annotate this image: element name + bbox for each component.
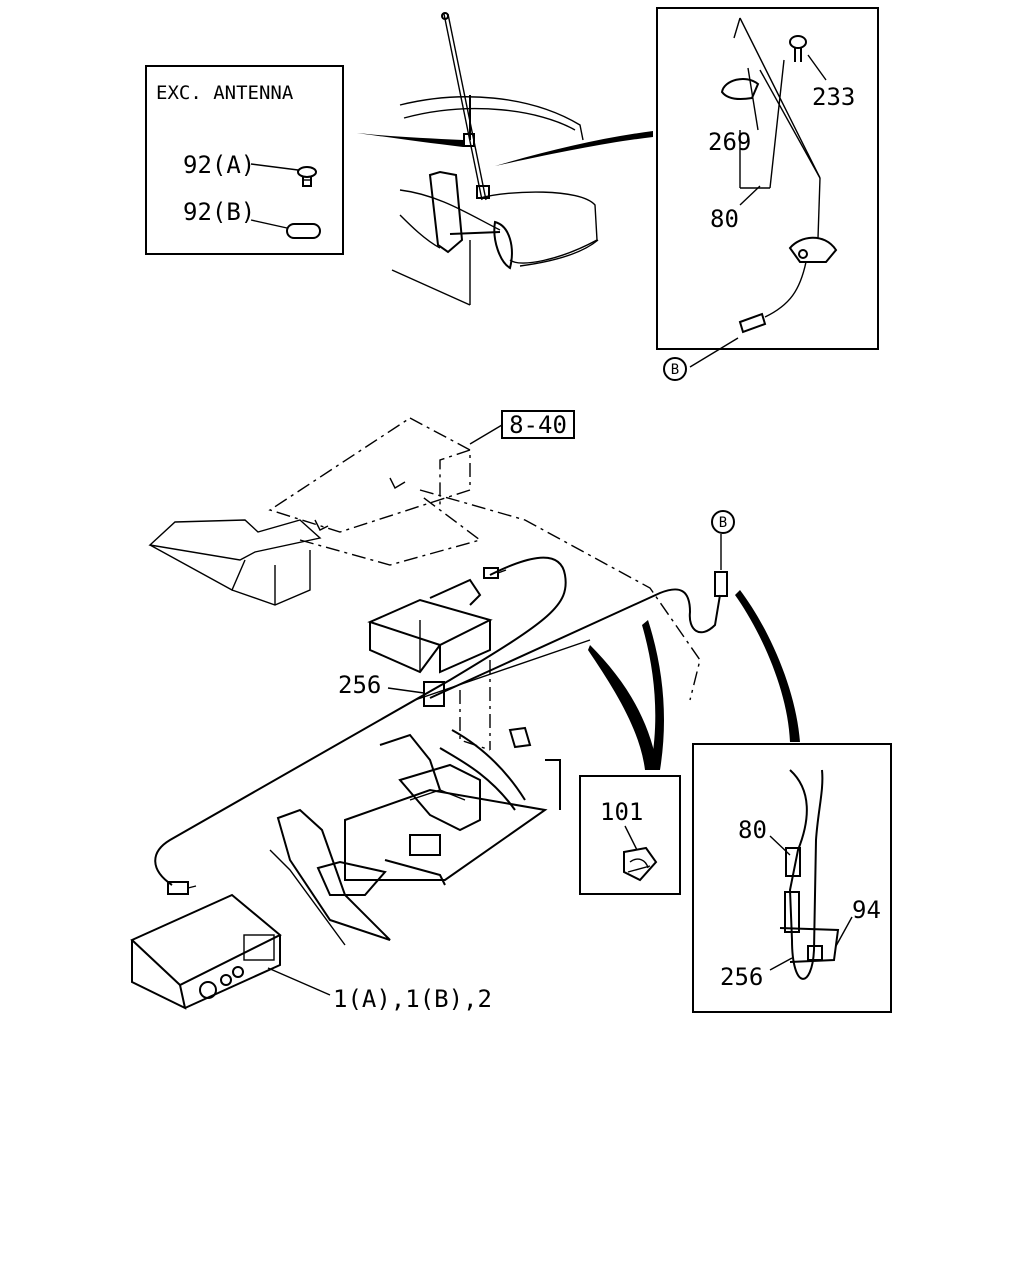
antenna-base [788, 236, 838, 263]
pointer-right [495, 131, 653, 166]
clip-94 [807, 945, 823, 961]
part-label-269: 269 [708, 128, 751, 156]
control-unit [367, 578, 493, 674]
leader-b-top [689, 337, 739, 368]
part-label-256-main: 256 [338, 671, 381, 699]
pointer-to-cable-detail [735, 590, 800, 742]
pointer-left [349, 132, 463, 147]
antenna-cable [154, 556, 567, 886]
screw-icon [297, 166, 317, 187]
connector-b-main-text: B [719, 515, 727, 531]
part-label-233: 233 [812, 83, 855, 111]
antenna-detail-frame [656, 7, 879, 350]
clip-detail-inset: 101 [579, 775, 681, 895]
bracket-269 [720, 77, 760, 101]
part-label-92b: 92(B) [183, 198, 255, 226]
floor-outline [419, 489, 701, 701]
pointer-to-clip [588, 645, 658, 770]
antenna-mast [443, 13, 483, 201]
side-mirror [428, 170, 464, 254]
exc-antenna-title: EXC. ANTENNA [156, 82, 294, 104]
duct-assembly [148, 417, 482, 606]
exc-antenna-inset: EXC. ANTENNA 92(A) 92(B) [145, 65, 344, 255]
connector-b-main-marker [711, 510, 735, 534]
clip-101-icon [623, 846, 658, 882]
center-console [269, 726, 561, 946]
part-label-80-detail: 80 [738, 816, 767, 844]
cable-loop [788, 769, 824, 980]
clip-256 [423, 681, 445, 707]
plug-256 [784, 891, 800, 933]
ref-box-8-40-text: 8-40 [509, 411, 567, 439]
plug-cap-icon [286, 223, 321, 239]
ref-box-8-40 [501, 410, 575, 439]
part-label-80-top: 80 [710, 205, 739, 233]
main-assembly-view: 8-40 [130, 410, 800, 1013]
connector-plug [738, 312, 767, 334]
connector-b-top-text: B [671, 362, 679, 378]
exc-antenna-frame [145, 65, 344, 255]
radio-knob-icon [199, 981, 217, 999]
screw-233-icon [789, 35, 807, 62]
part-label-256-detail: 256 [720, 963, 763, 991]
radio-unit [130, 881, 282, 1010]
part-label-92a: 92(A) [183, 151, 255, 179]
leader-92b [250, 219, 288, 229]
antenna-detail-inset: 233 269 80 B [656, 7, 879, 381]
part-label-94: 94 [852, 896, 881, 924]
coupler-80 [785, 847, 801, 877]
radio-part-label: 1(A),1(B),2 [333, 985, 492, 1013]
cable-end-b [714, 571, 728, 597]
cable-detail-inset: 80 94 256 [692, 743, 892, 1013]
car-body-antenna-view [391, 12, 599, 306]
connector-b-top-marker [663, 357, 687, 381]
leader-92a [250, 163, 299, 171]
part-label-101: 101 [600, 798, 643, 826]
